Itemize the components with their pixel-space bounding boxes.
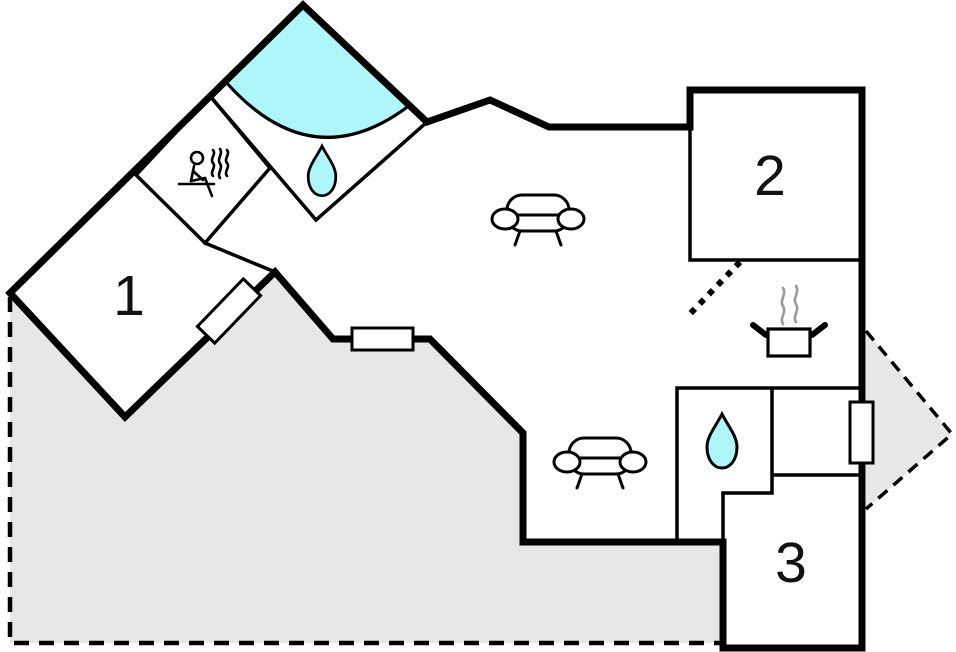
window-entrance-right — [848, 400, 875, 465]
room-1-label: 1 — [113, 264, 145, 328]
corner-bathtub-icon — [225, 5, 410, 138]
sauna-room-walls — [133, 93, 273, 246]
door-opening-dashed-line — [684, 259, 743, 320]
window-living-left — [350, 326, 415, 352]
exterior-walls — [5, 0, 866, 652]
terrace-right-dashed-border — [864, 329, 955, 511]
corner-bathtub-rim — [223, 79, 411, 139]
sauna-person-icon — [177, 147, 230, 198]
shower-room-walls — [675, 386, 864, 544]
terrace-right-area — [866, 331, 952, 509]
window-room1-diagonal — [195, 276, 263, 346]
room-2-label: 2 — [754, 144, 786, 208]
terrace-left-area — [10, 272, 723, 643]
water-drop-icon-shower — [705, 410, 739, 470]
water-drop-icon-bathroom — [306, 142, 338, 198]
cooking-pot-icon — [750, 284, 828, 358]
room2-interior-walls — [688, 125, 864, 262]
room-3-label: 3 — [775, 531, 807, 595]
sofa-icon-lower — [552, 436, 648, 490]
hall-wall-to-peak — [202, 240, 278, 275]
bathroom-top-walls — [207, 93, 430, 223]
sofa-icon-upper — [490, 193, 586, 247]
